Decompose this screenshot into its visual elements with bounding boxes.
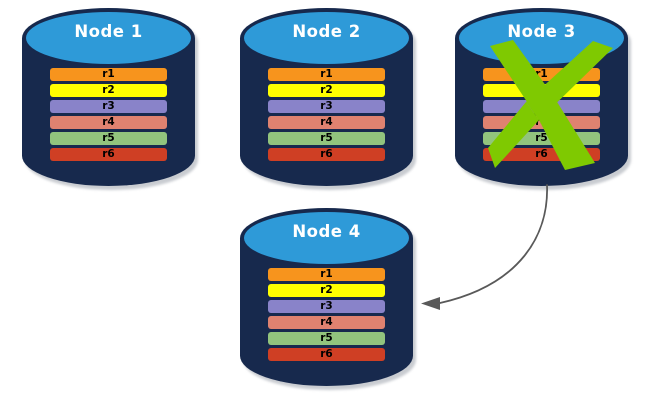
cylinder-top — [457, 10, 626, 66]
row-r3[interactable]: r3 — [268, 300, 385, 313]
cylinder-top — [242, 10, 411, 66]
row-r5[interactable]: r5 — [268, 332, 385, 345]
row-r6[interactable]: r6 — [268, 348, 385, 361]
cylinder-top — [242, 210, 411, 266]
row-r1[interactable]: r1 — [483, 68, 600, 81]
row-r1[interactable]: r1 — [268, 268, 385, 281]
row-r5[interactable]: r5 — [268, 132, 385, 145]
row-r5[interactable]: r5 — [50, 132, 167, 145]
row-r1[interactable]: r1 — [50, 68, 167, 81]
row-r2[interactable]: r2 — [483, 84, 600, 97]
row-r6[interactable]: r6 — [483, 148, 600, 161]
node-cylinder-4[interactable]: Node 4 r1 r2 r3 r4 r5 r6 — [240, 208, 416, 390]
node-cylinder-2[interactable]: Node 2 r1 r2 r3 r4 r5 r6 — [240, 8, 416, 190]
row-r3[interactable]: r3 — [483, 100, 600, 113]
row-r2[interactable]: r2 — [268, 284, 385, 297]
row-r4[interactable]: r4 — [50, 116, 167, 129]
row-r3[interactable]: r3 — [268, 100, 385, 113]
row-r2[interactable]: r2 — [50, 84, 167, 97]
row-r4[interactable]: r4 — [268, 116, 385, 129]
row-stack-2: r1 r2 r3 r4 r5 r6 — [268, 68, 385, 161]
row-stack-3: r1 r2 r3 r4 r5 r6 — [483, 68, 600, 161]
row-r1[interactable]: r1 — [268, 68, 385, 81]
row-r2[interactable]: r2 — [268, 84, 385, 97]
row-stack-4: r1 r2 r3 r4 r5 r6 — [268, 268, 385, 361]
node-cylinder-3[interactable]: Node 3 r1 r2 r3 r4 r5 r6 — [455, 8, 631, 190]
row-r6[interactable]: r6 — [268, 148, 385, 161]
row-r6[interactable]: r6 — [50, 148, 167, 161]
row-r4[interactable]: r4 — [268, 316, 385, 329]
row-stack-1: r1 r2 r3 r4 r5 r6 — [50, 68, 167, 161]
row-r4[interactable]: r4 — [483, 116, 600, 129]
row-r5[interactable]: r5 — [483, 132, 600, 145]
cylinder-top — [24, 10, 193, 66]
row-r3[interactable]: r3 — [50, 100, 167, 113]
node-cylinder-1[interactable]: Node 1 r1 r2 r3 r4 r5 r6 — [22, 8, 198, 190]
